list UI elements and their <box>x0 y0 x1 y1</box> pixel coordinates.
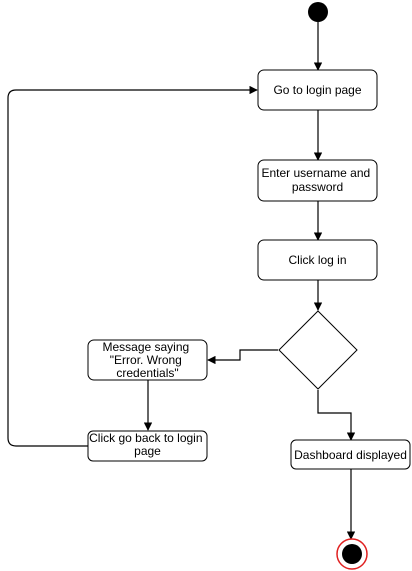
node-click-login-line-1: Click log in <box>288 253 346 267</box>
node-go-back: Click go back to login page <box>87 430 208 462</box>
node-goto-login-line-1: Go to login page <box>273 83 361 97</box>
node-go-back-line-2: page <box>134 444 161 458</box>
node-click-login: Click log in <box>257 239 378 281</box>
node-go-back-line-1: Click go back to login <box>89 431 202 445</box>
node-enter-credentials-line-2: password <box>292 180 343 194</box>
node-error-message-line-2: "Error. Wrong <box>110 353 182 367</box>
end-node-core <box>342 544 362 564</box>
decision-node <box>278 310 358 390</box>
node-goto-login-label: Go to login page <box>273 83 361 97</box>
node-go-back-label: Click go back to login page <box>89 431 206 458</box>
node-error-message-line-3: credentials" <box>116 366 178 380</box>
edges <box>7 22 356 540</box>
node-enter-credentials-line-1: Enter username and <box>261 166 370 180</box>
node-error-message-line-1: Message saying <box>102 340 189 354</box>
end-node <box>336 538 368 570</box>
edge-decision-to-error <box>207 349 278 365</box>
node-error-message: Message saying "Error. Wrong credentials… <box>87 339 208 381</box>
edge-goback-to-login <box>7 85 258 447</box>
start-node <box>308 2 328 22</box>
node-dashboard-label: Dashboard displayed <box>294 448 407 462</box>
node-enter-credentials-label: Enter username and password <box>261 166 373 194</box>
node-dashboard: Dashboard displayed <box>290 439 411 470</box>
node-error-message-label: Message saying "Error. Wrong credentials… <box>102 340 192 380</box>
node-dashboard-line-1: Dashboard displayed <box>294 448 407 462</box>
edge-decision-to-dashboard <box>317 390 356 441</box>
node-goto-login: Go to login page <box>257 69 378 111</box>
node-enter-credentials: Enter username and password <box>257 159 378 202</box>
node-click-login-label: Click log in <box>288 253 346 267</box>
